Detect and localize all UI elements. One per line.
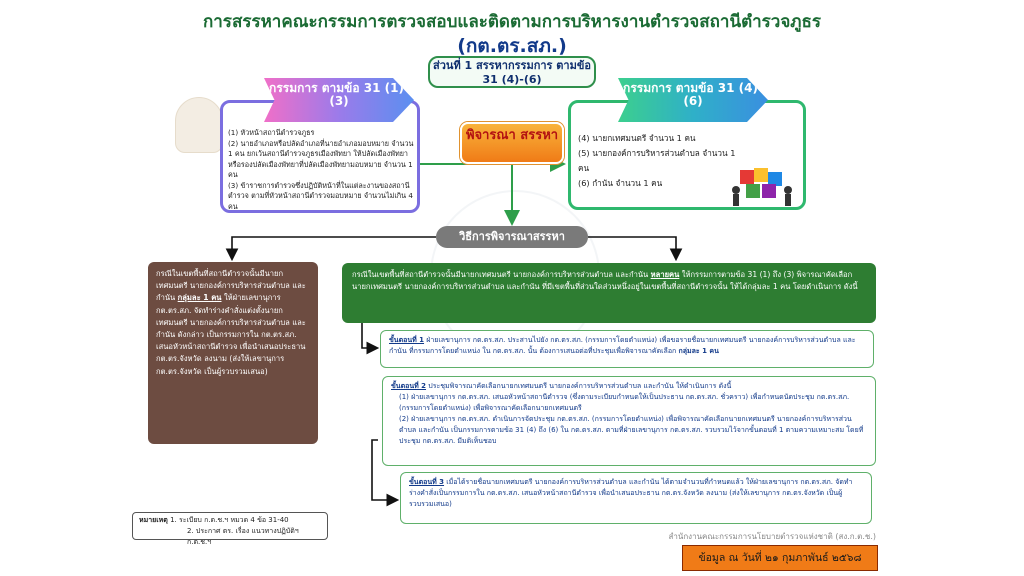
right-committee-banner: กรรมการ ตามข้อ 31 (4)-(6)	[618, 78, 768, 122]
page-title: การสรรหาคณะกรรมการตรวจสอบและติดตามการบริ…	[202, 12, 822, 32]
remarks-label: หมายเหตุ	[139, 516, 168, 524]
left-committee-list: (1) หัวหน้าสถานีตำรวจภูธร (2) นายอำเภอหร…	[228, 128, 416, 212]
step-1-text: ฝ่ายเลขานุการ กต.ตร.สภ. ประสานไปยัง กต.ต…	[389, 336, 856, 355]
agency-credit: สำนักงานคณะกรรมการนโยบายตำรวจแห่งชาติ (ส…	[668, 532, 876, 541]
brown-case-line2: ให้ฝ่ายเลขานุการ กต.ตร.สภ. จัดทำร่างคำสั…	[156, 293, 306, 376]
step-2-sub-2: (2) ฝ่ายเลขานุการ กต.ตร.สภ. ดำเนินการจัด…	[399, 415, 864, 445]
method-label: วิธีการพิจารณาสรรหา	[436, 226, 588, 248]
remarks-box: หมายเหตุ 1. ระเบียบ ก.ต.ช.ฯ หมวด 4 ข้อ 3…	[132, 512, 328, 546]
step-3-box: ขั้นตอนที่ 3 เมื่อได้รายชื่อนายกเทศมนตรี…	[400, 472, 872, 524]
remarks-line-1: 1. ระเบียบ ก.ต.ช.ฯ หมวด 4 ข้อ 31-40	[170, 516, 289, 524]
step-2-text: ประชุมพิจารณาคัดเลือกนายกเทศมนตรี นายกอง…	[428, 382, 732, 390]
step-2-label: ขั้นตอนที่ 2	[391, 382, 427, 390]
right-item-5: (5) นายกองค์การบริหารส่วนตำบล จำนวน 1 คน	[578, 148, 736, 173]
puzzle-people-icon	[732, 168, 792, 206]
single-candidate-case-box: กรณีในเขตพื้นที่สถานีตำรวจนั้นมีนายกเทศม…	[148, 262, 318, 444]
right-item-6: (6) กำนัน จำนวน 1 คน	[578, 178, 663, 188]
right-item-4: (4) นายกเทศมนตรี จำนวน 1 คน	[578, 133, 696, 143]
left-item-2: (2) นายอำเภอหรือปลัดอำเภอที่นายอำเภอมอบห…	[228, 138, 414, 180]
data-date-badge: ข้อมูล ณ วันที่ ๒๑ กุมภาพันธ์ ๒๕๖๘	[682, 545, 878, 571]
emblem-watermark-left	[175, 97, 223, 153]
step-1-label: ขั้นตอนที่ 1	[389, 336, 425, 344]
consider-recruit-label: พิจารณา สรรหา	[460, 122, 564, 164]
step-1-emph: กลุ่มละ 1 คน	[678, 347, 719, 355]
step-3-text: เมื่อได้รายชื่อนายกเทศมนตรี นายกองค์การบ…	[409, 478, 853, 508]
part-label: ส่วนที่ 1 สรรหากรรมการ ตามข้อ 31 (4)-(6)	[428, 56, 596, 88]
step-1-box: ขั้นตอนที่ 1 ฝ่ายเลขานุการ กต.ตร.สภ. ประ…	[380, 330, 874, 368]
step-3-label: ขั้นตอนที่ 3	[409, 478, 445, 486]
left-committee-banner: กรรมการ ตามข้อ 31 (1)-(3)	[264, 78, 414, 122]
multiple-candidates-case-box: กรณีในเขตพื้นที่สถานีตำรวจนั้นมีนายกเทศม…	[342, 263, 876, 323]
left-item-3: (3) ข้าราชการตำรวจซึ่งปฏิบัติหน้าที่ในแต…	[228, 180, 413, 211]
brown-case-line1: กรณีในเขตพื้นที่สถานีตำรวจนั้นมีนายกเทศม…	[156, 269, 306, 303]
brown-case-emph: กลุ่มละ 1 คน	[177, 293, 222, 303]
remarks-line-2: 2. ประกาศ ตร. เรื่อง แนวทางปฏิบัติฯ ก.ต.…	[187, 527, 299, 546]
green-case-emph: หลายคน	[650, 270, 680, 279]
green-case-line1: กรณีในเขตพื้นที่สถานีตำรวจนั้นมีนายกเทศม…	[352, 270, 649, 279]
step-2-sub-1: (1) ฝ่ายเลขานุการ กต.ตร.สภ. เสนอหัวหน้าส…	[399, 393, 850, 412]
page-subtitle: (กต.ตร.สภ.)	[457, 35, 567, 57]
right-committee-list: (4) นายกเทศมนตรี จำนวน 1 คน (5) นายกองค์…	[578, 131, 738, 191]
left-item-1: (1) หัวหน้าสถานีตำรวจภูธร	[228, 128, 315, 137]
step-2-box: ขั้นตอนที่ 2 ประชุมพิจารณาคัดเลือกนายกเท…	[382, 376, 876, 466]
green-case-line2: ให้กรรมการตามข้อ 31 (1) ถึง (3) พิจารณาค…	[352, 270, 858, 292]
